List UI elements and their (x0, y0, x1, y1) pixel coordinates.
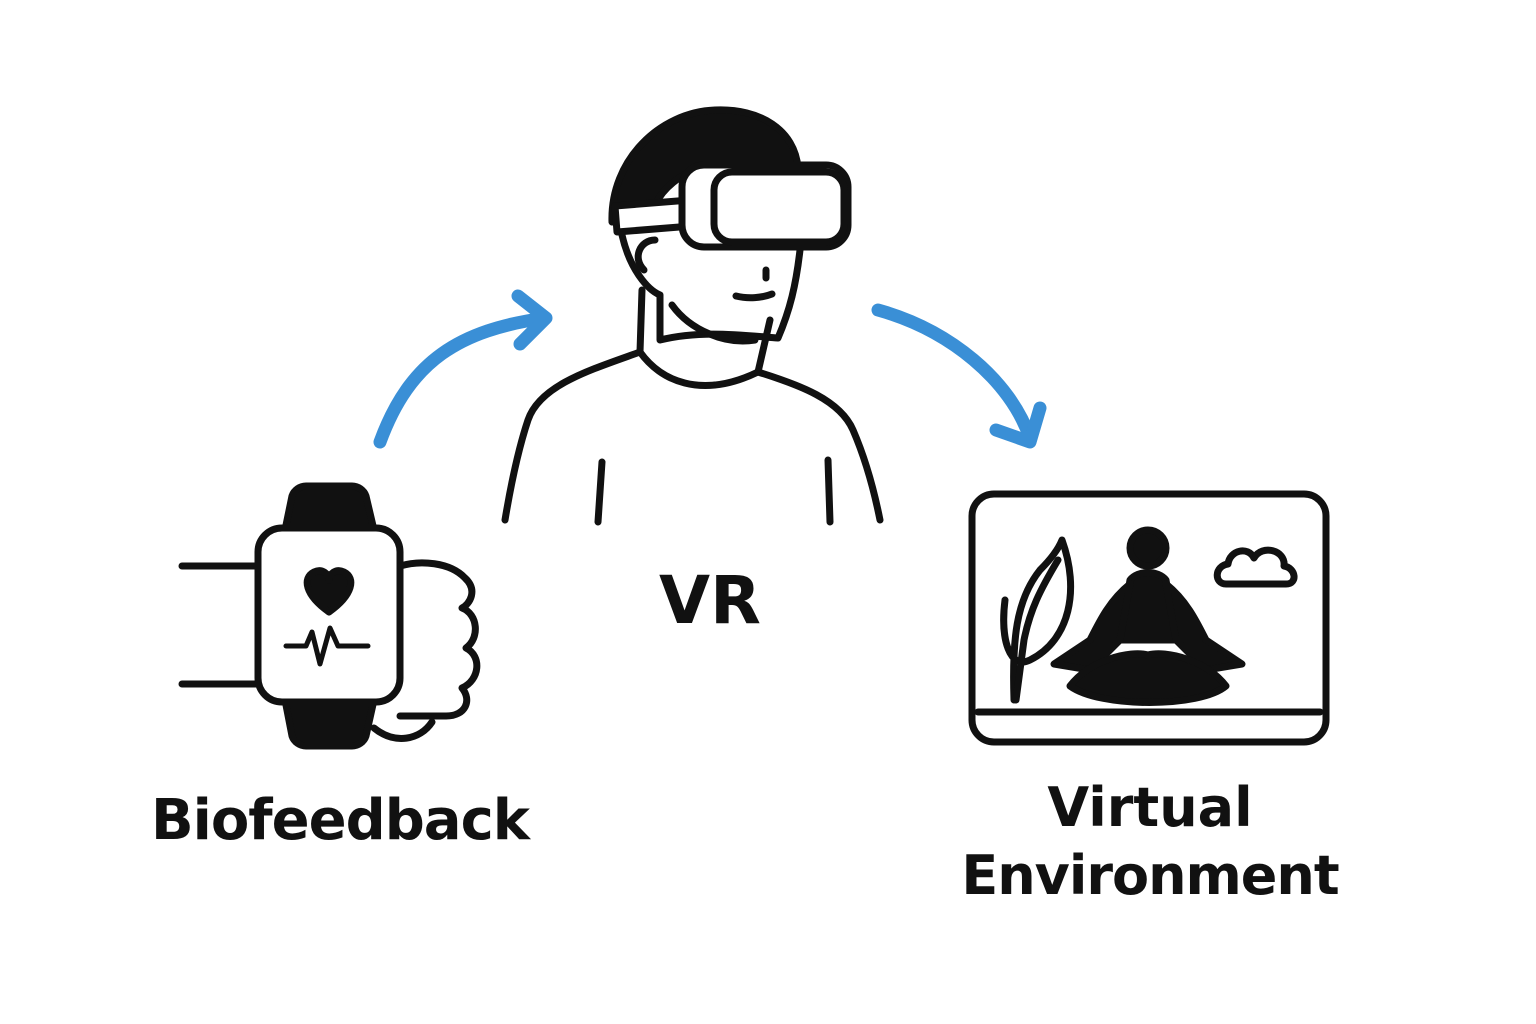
biofeedback-label: Biofeedback (150, 788, 530, 853)
virtual-environment-label-line2: Environment (961, 844, 1339, 907)
face-outline (618, 231, 804, 344)
shoulder-left (501, 348, 644, 524)
ear-curve (634, 236, 659, 274)
arrow-vr-to-environment-head (989, 401, 1047, 449)
watch-band-top (281, 482, 378, 534)
cloud-icon (1213, 546, 1298, 588)
arrow-biofeedback-to-vr-head (511, 289, 553, 351)
figure-head (1126, 526, 1170, 570)
arrow-biofeedback-to-vr (373, 311, 552, 449)
arm-line-right (824, 456, 834, 526)
figure-legs (1066, 650, 1230, 706)
shoulder-right (754, 368, 884, 524)
collar (636, 348, 762, 389)
neck-left (636, 286, 646, 356)
figure-arm-left (1050, 580, 1134, 674)
headset-visor (710, 168, 848, 246)
arm-line-left (594, 458, 606, 526)
watch-band-bottom (281, 696, 378, 750)
heart-icon (303, 567, 355, 616)
hand-outline (370, 559, 481, 742)
figure-arm-right (1162, 580, 1246, 674)
smartwatch-icon (178, 482, 481, 750)
leaf-stem (1012, 556, 1062, 704)
vr-user-icon (501, 106, 884, 526)
arrow-vr-to-environment (871, 303, 1037, 445)
flow-arrows (373, 289, 1047, 449)
leaf-icon (1000, 536, 1075, 704)
face-mouth (732, 290, 776, 302)
jaw-line (668, 301, 759, 345)
neck-right (754, 316, 774, 376)
vr-label: VR (659, 562, 761, 639)
meditation-figure-icon (1050, 526, 1246, 706)
environment-screen-icon (968, 490, 1330, 746)
virtual-environment-label-line1: Virtual (1047, 776, 1253, 839)
pulse-line-icon (283, 625, 371, 667)
